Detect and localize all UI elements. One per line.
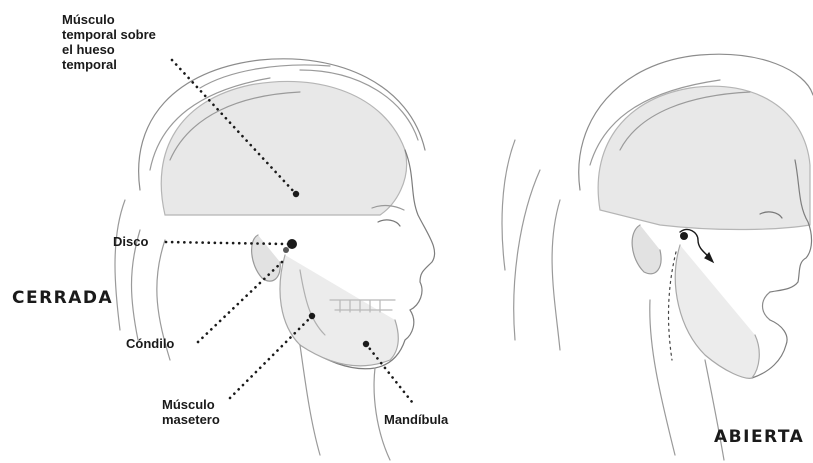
temporal-label-line-2: temporal sobre: [62, 27, 182, 42]
mandibula-label: Mandíbula: [384, 412, 448, 427]
leader-condilo: [198, 262, 282, 342]
masetero-label-line-2: masetero: [162, 412, 252, 427]
temporal-muscle-label: Músculo temporal sobre el hueso temporal: [62, 12, 182, 72]
open-state-label: ABIERTA: [714, 427, 804, 447]
open-head-illustration: [502, 54, 813, 460]
leader-disco: [166, 242, 288, 244]
masetero-label: Músculo masetero: [162, 397, 252, 427]
mandibula-dot: [363, 341, 369, 347]
temporal-label-line-4: temporal: [62, 57, 182, 72]
leader-masetero: [230, 316, 312, 398]
closed-state-label: CERRADA: [12, 288, 113, 308]
masetero-label-line-1: Músculo: [162, 397, 252, 412]
temporal-label-line-3: el hueso: [62, 42, 182, 57]
temporal-dot: [293, 191, 299, 197]
masetero-dot: [309, 313, 315, 319]
temporal-label-line-1: Músculo: [62, 12, 182, 27]
disco-label: Disco: [113, 234, 148, 249]
condilo-label: Cóndilo: [126, 336, 174, 351]
